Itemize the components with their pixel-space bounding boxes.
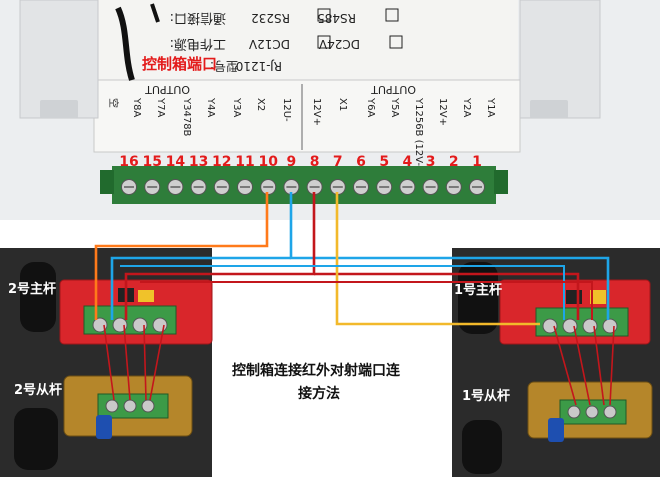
pin-label: Y3478B	[181, 97, 192, 137]
terminal-number: 11	[235, 154, 254, 170]
pin-label: 12V+	[437, 98, 448, 126]
capacitor-right	[548, 418, 564, 442]
wire-red-mid	[140, 281, 593, 320]
terminal-number: 14	[166, 154, 186, 170]
pin-label: 空	[107, 98, 120, 108]
terminal-number: 12	[212, 154, 231, 170]
terminal-number: 2	[449, 154, 459, 170]
pin-label: Y8A	[131, 97, 142, 117]
lens-housing-left-top	[20, 262, 56, 332]
terminal-number: 7	[333, 154, 343, 170]
terminal-number: 1	[472, 154, 482, 170]
pin-label: Y6A	[365, 97, 376, 117]
wire-orange	[94, 192, 269, 320]
terminal-number: 8	[310, 154, 320, 170]
label-slave-1: 1号从杆	[462, 388, 510, 404]
marker-stroke	[115, 6, 135, 81]
marker-stroke-2	[150, 3, 160, 23]
screws-right-slave	[567, 405, 617, 419]
label-slave-2: 2号从杆	[14, 382, 62, 398]
left-bracket-slot	[40, 100, 78, 118]
jumper-left-yellow	[138, 290, 154, 302]
pin-label: X1	[337, 98, 348, 111]
box-panel	[98, 0, 518, 92]
output-label-right: OUTPUT	[371, 83, 416, 96]
wire-blue-mid	[120, 265, 565, 320]
pin-label: Y5A	[389, 97, 400, 117]
device-left: 2号主杆 2号从杆	[8, 262, 213, 470]
pin-labels: Y1A Y2A 12V+ Y1256B (12V-) Y5A Y6A X1 12V+ 12U- X…	[107, 97, 496, 170]
power-checkbox-1	[317, 35, 331, 49]
screws-left-slave	[105, 399, 155, 413]
right-mount-bracket	[519, 0, 601, 119]
pin-label: Y7A	[155, 97, 166, 117]
lens-housing-left-bottom	[14, 408, 58, 470]
power-option-2: DC24V	[318, 37, 360, 51]
terminal-number: 9	[287, 154, 297, 170]
model-value: RJ-1210	[236, 59, 282, 73]
terminal-end-left	[100, 170, 114, 194]
caption-line-1: 控制箱连接红外对射端口连	[232, 362, 401, 379]
comm-checkbox-2	[385, 8, 399, 22]
screws-right-main	[542, 318, 618, 334]
connection-wires	[94, 192, 610, 326]
wires-left-inner	[103, 324, 165, 401]
box-info-area: 通信接口: RS232 RS485 工作电源: DC12V DC24V 型号:	[170, 8, 403, 73]
pin-label: 12V+	[311, 98, 322, 126]
terminal-number: 6	[356, 154, 366, 170]
terminal-end-right	[494, 170, 508, 194]
left-mount-bracket	[19, 0, 99, 119]
pin-label: Y4A	[205, 97, 216, 117]
controller-box: 通信接口: RS232 RS485 工作电源: DC12V DC24V 型号:	[19, 0, 601, 170]
device-right: 1号主杆 1号从杆	[454, 262, 653, 474]
caption-line-2: 接方法	[298, 385, 340, 402]
terminal-number: 16	[119, 154, 138, 170]
output-label-left: OUTPUT	[145, 83, 190, 96]
wire-blue-left	[110, 256, 291, 320]
terminal-number: 3	[426, 154, 436, 170]
jumper-right-yellow	[590, 290, 606, 304]
pin-label: Y2A	[461, 97, 472, 117]
pin-label: Y1A	[485, 97, 496, 117]
capacitor-left	[96, 415, 112, 439]
power-label: 工作电源:	[170, 36, 226, 51]
label-main-2: 2号主杆	[8, 281, 56, 297]
right-bracket-slot	[530, 100, 568, 118]
comm-option-2: RS485	[317, 11, 356, 25]
box-title: 控制箱端口	[142, 55, 217, 73]
wire-blue-right	[289, 192, 610, 320]
terminal-number: 4	[403, 154, 413, 170]
jumper-right-black	[566, 290, 582, 304]
comm-checkbox-1	[317, 8, 331, 22]
comm-option-1: RS232	[251, 11, 290, 25]
terminal-number: 5	[379, 154, 389, 170]
power-checkbox-2	[389, 35, 403, 49]
comm-label: 通信接口:	[170, 10, 226, 26]
lens-housing-right-top	[458, 262, 498, 334]
wire-red-right	[314, 272, 580, 320]
terminal-number: 10	[258, 154, 278, 170]
model-label: 型号:	[210, 59, 238, 73]
pin-label: 12U-	[281, 98, 292, 122]
pin-label: Y3A	[231, 97, 242, 117]
power-option-1: DC12V	[248, 37, 290, 51]
pin-label: X2	[255, 98, 266, 111]
terminal-number: 13	[189, 154, 208, 170]
wire-yellow	[335, 192, 540, 326]
pin-label: Y1256B (12V-)	[413, 97, 424, 170]
box-output-strip	[93, 79, 521, 153]
lens-housing-right-bottom	[462, 420, 502, 474]
wire-red-left	[124, 192, 316, 320]
label-main-1: 1号主杆	[454, 282, 502, 298]
terminal-number: 15	[142, 154, 161, 170]
wires-right-inner	[553, 325, 615, 406]
